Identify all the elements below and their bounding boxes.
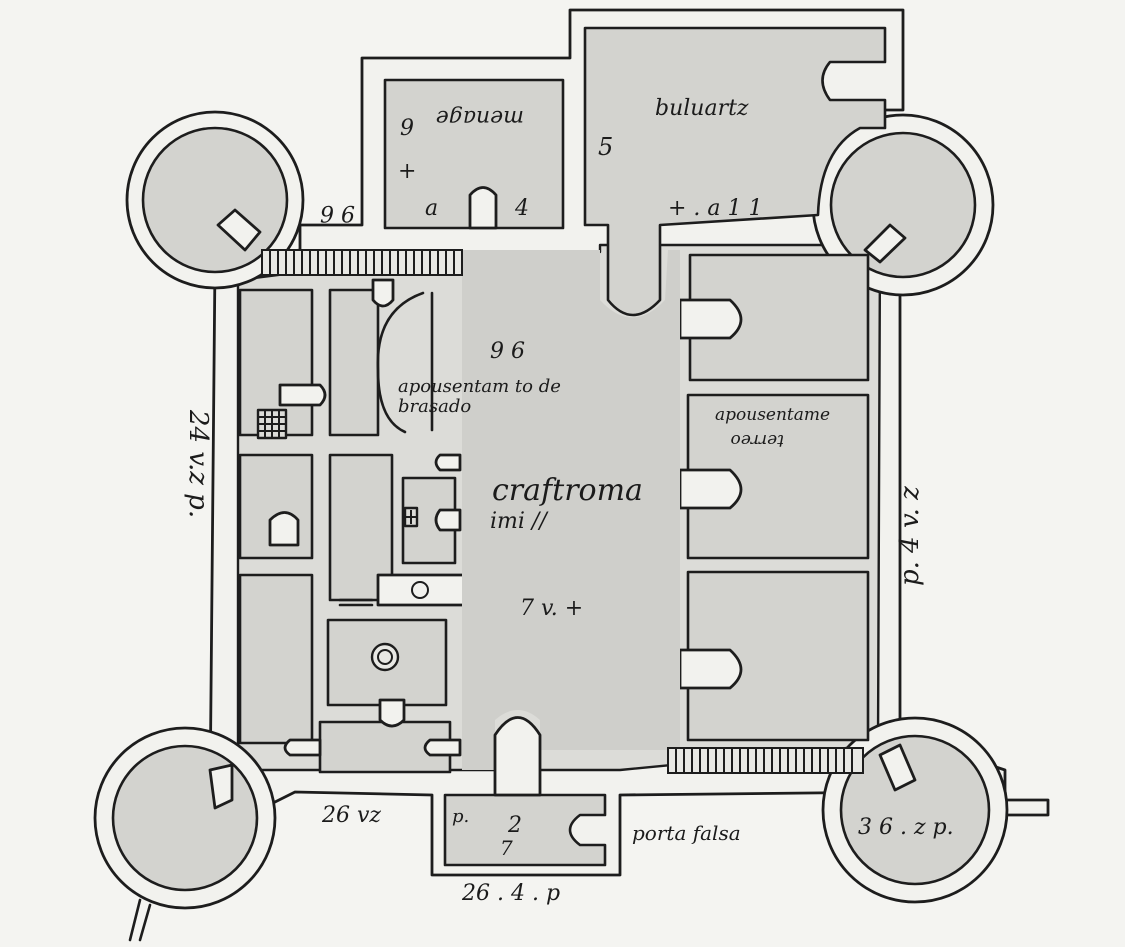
mark-9-label: 9: [400, 116, 414, 141]
right-chamber-line2-label: terreo: [731, 430, 784, 450]
left-chamber-line2-label: brasado: [398, 396, 471, 417]
upper-right-room-label: buluartz: [655, 96, 749, 121]
courtyard-name-label: craftroma: [492, 473, 643, 508]
central-courtyard: [462, 250, 680, 770]
left-chamber-line1-label: apousentam to de: [398, 376, 561, 397]
courtyard-dimension-label: 7 v. +: [520, 596, 583, 621]
tower-top-left: [125, 110, 305, 290]
upper-left-room-label: menage: [436, 105, 524, 130]
hatched-wall-strips: [261, 249, 864, 774]
tower-bottom-right: [821, 716, 1009, 904]
mark-plus-label: +: [398, 159, 416, 184]
north-mark-label: 9 6: [320, 200, 355, 225]
gate-p-label: p.: [452, 806, 469, 827]
false-door-label: porta falsa: [632, 821, 741, 845]
courtyard-note-label: imi //: [490, 509, 549, 534]
right-side-dimension-label: p. 4 v. z: [895, 486, 925, 586]
gate-block: [443, 716, 607, 867]
handwritten-labels: craftroma imi // 7 v. + menage buluartz …: [183, 96, 954, 906]
tower-bottom-left: [93, 726, 277, 942]
left-chamber-number-label: 9 6: [490, 339, 525, 364]
left-side-dimension-label: 24 v.z p.: [183, 409, 213, 518]
mark-4-label: 4: [514, 196, 529, 221]
right-chambers: [678, 253, 870, 742]
upper-right-dimension-label: + . a 1 1: [668, 196, 763, 221]
mark-5-label: 5: [598, 133, 613, 161]
upper-left-room: [383, 78, 565, 230]
gate-inner-label: 2: [507, 813, 522, 838]
mark-7-label: 7: [500, 836, 513, 860]
bottom-left-dimension-label: 26 vz: [321, 803, 381, 828]
right-chamber-line1-label: apousentame: [715, 405, 830, 425]
mark-a-label: a: [425, 196, 438, 221]
tower-top-right: [811, 113, 995, 297]
upper-right-room: [583, 26, 887, 317]
gate-dimension-label: 26 . 4 . p: [461, 881, 560, 906]
tower-bottom-right-dimension-label: 3 6 . z p.: [858, 815, 954, 840]
left-wing-rooms: [238, 278, 482, 774]
